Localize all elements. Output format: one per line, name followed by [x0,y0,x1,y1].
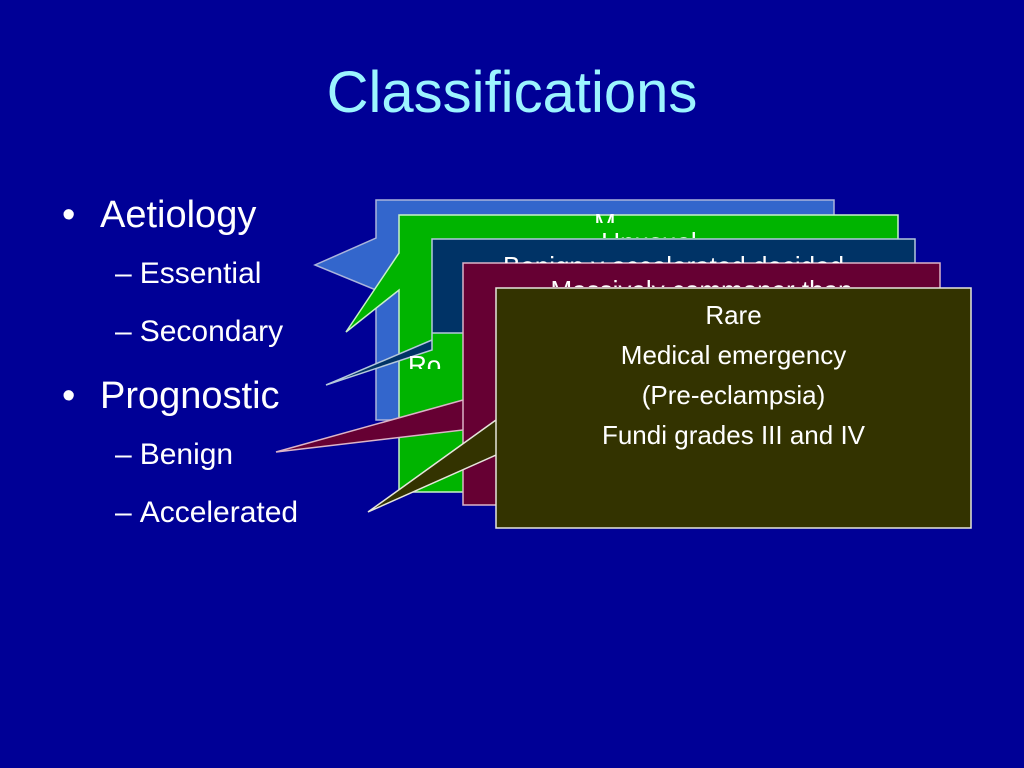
callout-line: Medical emergency [620,340,847,370]
slide-title: Classifications [326,60,698,125]
bullet-label: Aetiology [100,194,257,236]
callout-accelerated-shape [367,287,972,529]
sub-bullet-accelerated: –Accelerated [115,496,299,529]
sub-bullet-secondary: –Secondary [115,315,284,348]
callout-line: (Pre-eclampsia) [641,380,826,410]
sub-bullet-label: Essential [139,257,262,290]
callout-line: Unusual [399,222,899,238]
callout-line: Fundi grades III and IV [601,420,866,450]
bullet-prognostic: •Prognostic [62,375,280,417]
sub-bullet-essential: –Essential [115,257,262,290]
callout-benign-text: Massively commoner than [463,270,940,287]
bullet-list: •Aetiology –Essential –Secondary •Progno… [0,0,400,768]
callout-line: Rare [705,300,762,330]
callout-accelerated-text: Rare Medical emergency (Pre-eclampsia) F… [496,295,971,475]
partial-ro-text: Ro [408,350,442,369]
sub-bullet-benign: –Benign [115,438,234,471]
sub-bullet-label: Benign [139,438,234,471]
callout-line: Massively commoner than [463,270,940,287]
sub-bullet-label: Accelerated [139,496,299,529]
callout-secondary-text: Unusual [399,222,899,238]
bullet-aetiology: •Aetiology [62,194,257,236]
callout-prognostic-text: Benign v accelerated decided [432,246,915,263]
sub-bullet-label: Secondary [139,315,284,348]
bullet-label: Prognostic [100,375,280,417]
callout-line: Benign v accelerated decided [432,246,915,263]
callout-line: M [594,208,616,223]
callout-essential-text: M [376,203,834,223]
